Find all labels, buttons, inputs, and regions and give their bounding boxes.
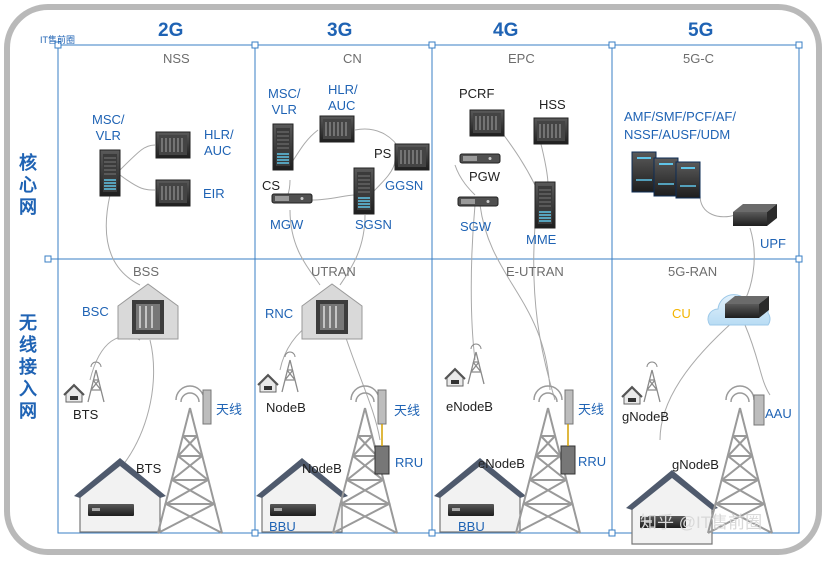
aau-label: AAU [765, 406, 792, 421]
3g-msc-vlr-label: MSC/ VLR [268, 86, 301, 117]
core-network-row-label: 核心网 [19, 153, 37, 217]
gnodeb-small-house-icon [621, 386, 643, 405]
cn-title: CN [343, 51, 362, 66]
4g-pcrf-box-icon [469, 109, 505, 137]
3g-rru-label: RRU [395, 455, 424, 470]
bsc-label: BSC [82, 304, 109, 319]
2g-msc-rack-icon [99, 149, 121, 197]
ggsn-label: GGSN [385, 178, 424, 193]
epc-title: EPC [508, 51, 535, 66]
bts-small-tower-icon [87, 361, 105, 403]
5g-core-servers-icon [631, 151, 701, 199]
outer-frame [4, 4, 822, 555]
enodeb-small-label: eNodeB [446, 399, 493, 414]
4g-rru-label: RRU [578, 454, 607, 469]
4g-antenna-label: 天线 [578, 402, 605, 417]
cu-label: CU [672, 306, 691, 321]
5gc-title: 5G-C [683, 51, 715, 66]
sgw-label: SGW [460, 219, 492, 234]
pcrf-label: PCRF [459, 86, 495, 101]
3g-bbu-label: BBU [269, 519, 296, 534]
3g-hlr-box-icon [319, 115, 355, 143]
3g-sgsn-rack-icon [353, 167, 375, 215]
4g-sgw-flat-icon [457, 196, 499, 207]
utran-title: UTRAN [311, 264, 356, 279]
5g-core-functions-label: AMF/SMF/PCF/AF/ NSSF/AUSF/UDM [624, 109, 736, 142]
gnodeb-big-label: gNodeB [672, 457, 719, 472]
2g-hlr-box-icon [155, 131, 191, 159]
nodeb-small-tower-icon [281, 351, 299, 393]
access-network-row-label: 无线接入网 [19, 313, 37, 421]
bsc-building-icon [117, 283, 179, 340]
gen-2g-header: 2G [158, 20, 184, 41]
gen-3g-header: 3G [327, 20, 353, 41]
nss-title: NSS [163, 51, 190, 66]
bts-small-label: BTS [73, 407, 99, 422]
nodeb-small-house-icon [257, 374, 279, 393]
2g-hlr-auc-label: HLR/ AUC [204, 127, 234, 158]
rnc-label: RNC [265, 306, 294, 321]
rru-fiber-lines [381, 424, 569, 446]
2g-antenna-label: 天线 [216, 402, 243, 417]
nodeb-big-label: NodeB [302, 461, 342, 476]
gen-4g-header: 4G [493, 20, 519, 41]
3g-antenna-label: 天线 [394, 403, 421, 418]
3g-hlr-auc-label: HLR/ AUC [328, 82, 358, 113]
4g-bbu-label: BBU [458, 519, 485, 534]
enodeb-small-tower-icon [467, 343, 485, 385]
2g-msc-vlr-label: MSC/ VLR [92, 112, 125, 143]
bss-title: BSS [133, 264, 160, 279]
5gran-title: 5G-RAN [668, 264, 718, 279]
enodeb-big-label: eNodeB [478, 456, 525, 471]
grid-handles [44, 41, 803, 537]
4g-pgw-flat-icon [459, 153, 501, 164]
3g-ps-box-icon [394, 143, 430, 171]
gen-5g-header: 5G [688, 20, 714, 41]
3g-msc-rack-icon [272, 123, 294, 171]
ps-label: PS [374, 146, 392, 161]
watermark: 知乎 @IT售前圈 [640, 513, 763, 532]
2g-eir-box-icon [155, 179, 191, 207]
enodeb-small-house-icon [444, 368, 466, 387]
upf-label: UPF [760, 236, 786, 251]
logo-text: IT售前圈 [40, 35, 75, 45]
3g-mgw-flat-icon [271, 193, 313, 204]
antenna-icons [202, 389, 765, 426]
connection-lines [89, 128, 771, 481]
gnodeb-small-label: gNodeB [622, 409, 669, 424]
4g-hss-box-icon [533, 117, 569, 145]
pgw-label: PGW [469, 169, 501, 184]
cu-cloud-icon [707, 294, 771, 326]
rnc-building-icon [301, 283, 363, 340]
eir-label: EIR [203, 186, 225, 201]
hss-label: HSS [539, 97, 566, 112]
gnodeb-small-tower-icon [643, 361, 661, 403]
4g-mme-rack-icon [534, 181, 556, 229]
cs-label: CS [262, 178, 281, 193]
bts-small-house-icon [63, 384, 85, 403]
mme-label: MME [526, 232, 557, 247]
eutran-title: E-UTRAN [506, 264, 564, 279]
upf-server-icon [733, 204, 777, 226]
sgsn-label: SGSN [355, 217, 392, 232]
mgw-label: MGW [270, 217, 304, 232]
nodeb-small-label: NodeB [266, 400, 306, 415]
bts-big-label: BTS [136, 461, 162, 476]
2g-tower-icon [157, 385, 223, 534]
